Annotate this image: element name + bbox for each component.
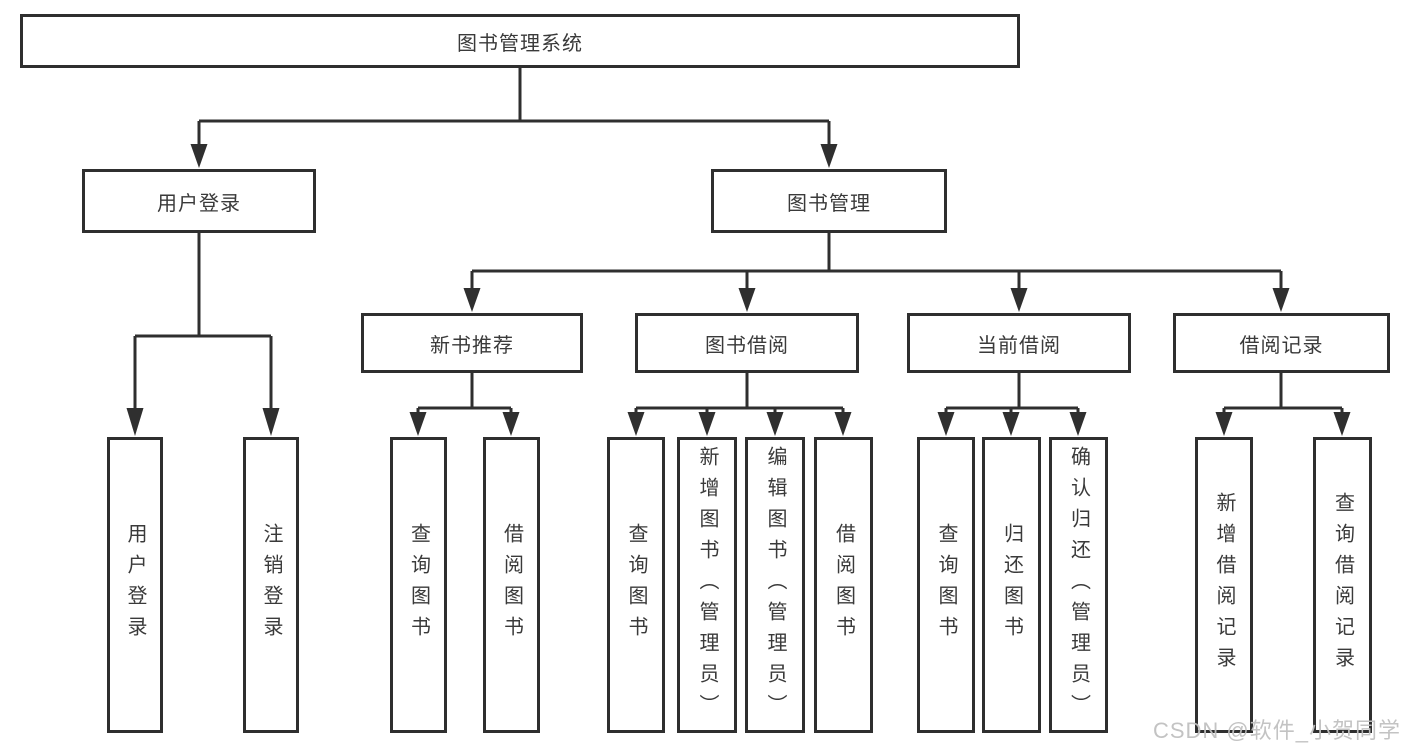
leaf-cb-confirm-return-admin-label: 确认归还（管理员） [1067, 445, 1090, 725]
leaf-nb-borrow-books-label: 借阅图书 [500, 523, 523, 647]
arrowhead-bb-query [627, 412, 645, 436]
leaf-br-query-record-label: 查询借阅记录 [1331, 492, 1354, 678]
arrowhead-leaf-login [126, 408, 144, 436]
arrowhead-leaf-logout [262, 408, 280, 436]
connector-current-borrow-children [944, 373, 1080, 414]
connector-book-borrow-children [634, 373, 845, 414]
node-new-book-rec: 新书推荐 [361, 313, 583, 373]
arrowhead-book-borrow [738, 288, 756, 312]
leaf-nb-borrow-books: 借阅图书 [483, 437, 540, 733]
node-borrow-records: 借阅记录 [1173, 313, 1390, 373]
arrowhead-bb-borrow [834, 412, 852, 436]
arrowhead-br-add [1215, 412, 1233, 436]
leaf-logout-label: 注销登录 [260, 523, 282, 647]
leaf-user-login: 用户登录 [107, 437, 163, 733]
node-book-mgmt: 图书管理 [711, 169, 947, 233]
arrowhead-current-borrow [1010, 288, 1028, 312]
arrowhead-cb-return [1002, 412, 1020, 436]
arrowhead-new-book-rec [463, 288, 481, 312]
node-borrow-records-label: 借阅记录 [1239, 334, 1324, 357]
leaf-bb-edit-books-admin: 编辑图书（管理员） [745, 437, 805, 733]
arrowhead-nb-query [409, 412, 427, 436]
node-book-borrow-label: 图书借阅 [705, 334, 789, 357]
node-user-login: 用户登录 [82, 169, 316, 233]
leaf-cb-query-books-label: 查询图书 [935, 523, 957, 647]
leaf-cb-confirm-return-admin: 确认归还（管理员） [1049, 437, 1108, 733]
arrowhead-bb-edit [766, 412, 784, 436]
arrowhead-nb-borrow [502, 412, 520, 436]
leaf-user-login-label: 用户登录 [124, 523, 146, 647]
node-book-mgmt-label: 图书管理 [787, 192, 871, 215]
leaf-br-add-record-label: 新增借阅记录 [1213, 492, 1235, 678]
node-root: 图书管理系统 [20, 14, 1020, 68]
node-new-book-rec-label: 新书推荐 [430, 334, 514, 357]
arrowhead-br-query [1333, 412, 1351, 436]
node-user-login-label: 用户登录 [157, 192, 241, 215]
arrowhead-borrow-records [1272, 288, 1290, 312]
arrowhead-cb-confirm [1069, 412, 1087, 436]
node-root-label: 图书管理系统 [457, 32, 583, 55]
leaf-bb-edit-books-admin-label: 编辑图书（管理员） [764, 445, 786, 725]
node-current-borrow: 当前借阅 [907, 313, 1131, 373]
connector-root-to-level1 [197, 68, 831, 146]
leaf-nb-query-books-label: 查询图书 [407, 523, 430, 647]
node-book-borrow: 图书借阅 [635, 313, 859, 373]
leaf-cb-return-books-label: 归还图书 [1000, 523, 1023, 647]
leaf-br-add-record: 新增借阅记录 [1195, 437, 1253, 733]
leaf-bb-add-books-admin: 新增图书（管理员） [677, 437, 737, 733]
leaf-bb-query-books-label: 查询图书 [625, 523, 647, 647]
leaf-bb-borrow-books: 借阅图书 [814, 437, 873, 733]
leaf-br-query-record: 查询借阅记录 [1313, 437, 1372, 733]
connector-book-mgmt-children [470, 233, 1283, 290]
leaf-bb-add-books-admin-label: 新增图书（管理员） [696, 445, 718, 725]
leaf-bb-query-books: 查询图书 [607, 437, 665, 733]
arrowhead-book-mgmt [820, 144, 838, 168]
arrowhead-bb-add [698, 412, 716, 436]
connector-borrow-records-children [1222, 373, 1344, 414]
leaf-nb-query-books: 查询图书 [390, 437, 447, 733]
leaf-logout: 注销登录 [243, 437, 299, 733]
arrowhead-cb-query [937, 412, 955, 436]
leaf-bb-borrow-books-label: 借阅图书 [832, 523, 855, 647]
leaf-cb-query-books: 查询图书 [917, 437, 975, 733]
leaf-cb-return-books: 归还图书 [982, 437, 1041, 733]
arrowhead-user-login [190, 144, 208, 168]
node-current-borrow-label: 当前借阅 [977, 334, 1061, 357]
connector-user-login-children [133, 233, 273, 410]
connector-new-book-children [416, 373, 513, 414]
